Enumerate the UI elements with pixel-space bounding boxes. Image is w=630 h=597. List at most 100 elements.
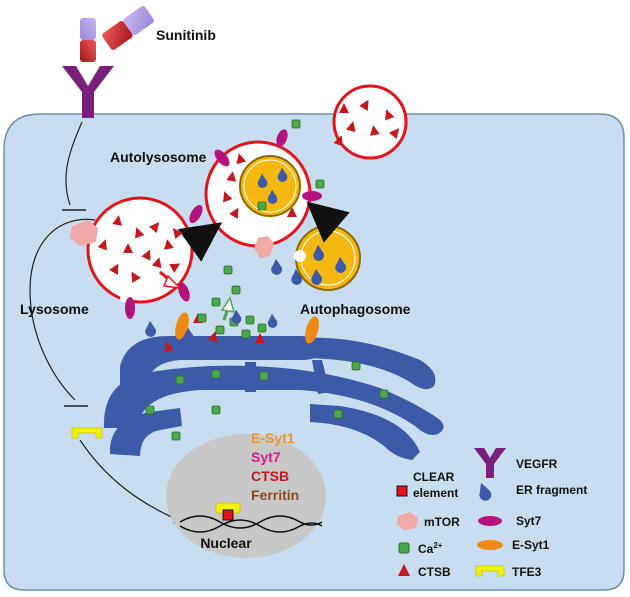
calcium-marker	[211, 405, 221, 415]
syt7-on-lysosome-icon	[125, 297, 135, 319]
tfe3-cytoplasm-icon	[71, 427, 103, 439]
ctsb-marker	[109, 263, 119, 275]
ctsb-marker	[207, 331, 217, 343]
legend-clear-icon	[396, 485, 408, 497]
er-fragment	[145, 320, 157, 337]
legend-mtor-label: mTOR	[424, 515, 460, 529]
ctsb-marker	[169, 263, 181, 273]
ctsb-markers	[97, 99, 400, 352]
ctsb-marker	[345, 121, 356, 133]
esyt1-on-er-icon	[175, 312, 189, 340]
legend-ca-icon	[398, 542, 410, 554]
calcium-marker	[315, 179, 325, 189]
ctsb-marker	[287, 207, 297, 217]
legend-vegfr-label: VEGFR	[516, 457, 558, 471]
calcium-marker	[231, 285, 241, 295]
mtor-on-autolysosome-icon	[254, 236, 274, 258]
vegfr-receptor-icon	[62, 66, 114, 118]
er-fragment	[267, 313, 278, 328]
legend-ctsb-icon	[398, 564, 410, 576]
ctsb-marker	[359, 99, 369, 111]
calcium-marker	[241, 329, 251, 339]
dna-strands	[179, 515, 323, 533]
ctsb-marker	[172, 228, 184, 240]
ctsb-marker	[236, 153, 247, 165]
ctsb-marker	[339, 103, 349, 113]
gene-label-ctsb: CTSB	[251, 468, 289, 484]
calcium-marker	[257, 323, 267, 333]
calcium-marker	[211, 297, 221, 307]
nucleus	[166, 434, 326, 558]
sunitinib-label: Sunitinib	[156, 27, 216, 43]
ctsb-marker	[148, 222, 160, 234]
sunitinib-capsule-icon	[80, 6, 154, 62]
fusion-arrow	[306, 201, 350, 243]
legend-syt7-label: Syt7	[516, 514, 542, 528]
ctsb-marker	[112, 215, 123, 226]
ctsb-marker	[385, 109, 395, 121]
er-fragment	[313, 244, 325, 261]
calcium-marker	[223, 265, 233, 275]
legend-esyt1-icon	[477, 540, 503, 550]
ctsb-marker	[97, 239, 107, 251]
er-fragments	[145, 167, 347, 342]
legend-vegfr-icon	[474, 448, 506, 478]
calcium-marker	[259, 371, 269, 381]
syt7-on-autolysosome-icon	[214, 149, 230, 167]
ctsb-marker	[333, 135, 343, 147]
legend-tfe3-icon	[475, 565, 505, 577]
er-fragment	[311, 268, 323, 285]
mtor-icon	[70, 220, 98, 246]
legend-clear-label-2: element	[413, 486, 458, 500]
calcium-marker	[245, 315, 255, 325]
calcium-markers	[145, 119, 389, 441]
legend-tfe3-label: TFE3	[512, 565, 542, 579]
er-fragment	[231, 309, 242, 324]
autophagosome-label: Autophagosome	[300, 301, 411, 317]
legend-ca-label: Ca2+	[418, 541, 443, 556]
legend-er-fragment-label: ER fragment	[516, 483, 587, 497]
calcium-marker	[215, 325, 225, 335]
ctsb-marker	[388, 128, 400, 140]
er-fragment	[271, 258, 283, 275]
calcium-marker	[257, 201, 267, 211]
ctsb-marker	[135, 227, 145, 239]
esyt1-on-er-icon	[305, 316, 319, 344]
calcium-marker	[171, 431, 181, 441]
autolysosome-label: Autolysosome	[110, 149, 207, 165]
syt7-on-autolysosome-icon	[276, 129, 288, 147]
gene-label-esyt1: E-Syt1	[251, 430, 295, 446]
er-fragment	[277, 167, 288, 182]
calcium-marker	[197, 313, 207, 323]
legend-mtor-icon	[397, 512, 418, 530]
ctsb-marker	[226, 171, 237, 182]
gene-label-syt7: Syt7	[251, 449, 281, 465]
er-fragment	[291, 268, 303, 285]
lysosome-label: Lysosome	[20, 301, 89, 317]
legend-esyt1-label: E-Syt1	[512, 538, 550, 552]
calcium-marker	[379, 389, 389, 399]
ctsb-marker	[131, 271, 141, 283]
syt7-on-lysosome-icon	[189, 204, 203, 224]
calcium-marker	[145, 405, 155, 415]
calcium-marker	[333, 409, 343, 419]
calcium-marker	[211, 369, 221, 379]
fusion-arrow	[177, 222, 223, 262]
er-fragment	[335, 256, 347, 273]
legend-syt7-icon	[478, 516, 502, 526]
legend-ca-superscript: 2+	[433, 541, 442, 550]
er-fragment	[267, 189, 278, 204]
legend-ctsb-label: CTSB	[418, 565, 451, 579]
gene-label-ferritin: Ferritin	[251, 487, 299, 503]
legend-er-fragment-icon	[479, 483, 492, 501]
ctsb-marker	[163, 239, 174, 250]
ctsb-marker	[223, 191, 233, 203]
er-fragment	[257, 173, 268, 188]
calcium-marker	[351, 361, 361, 371]
nuclear-label: Nuclear	[200, 535, 252, 551]
calcium-marker	[291, 119, 301, 129]
legend-clear-label: CLEAR	[413, 470, 455, 484]
ctsb-marker	[255, 333, 265, 343]
ctsb-marker	[123, 243, 133, 253]
